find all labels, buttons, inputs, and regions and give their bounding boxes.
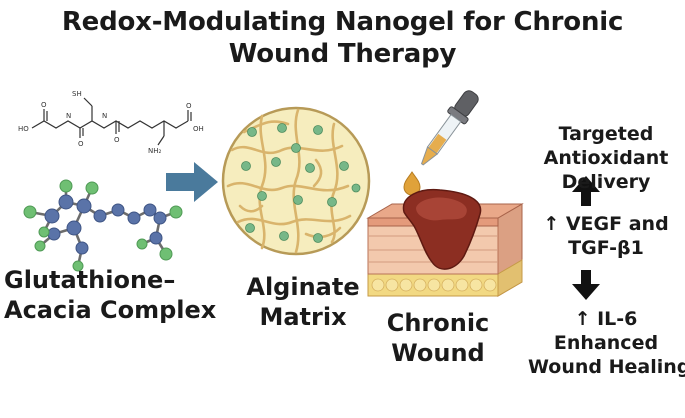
o-label-2: O bbox=[78, 140, 84, 148]
chronic-wound-label: Chronic Wound bbox=[386, 309, 490, 367]
chronic-wound-illustration bbox=[366, 188, 524, 297]
glutathione-structure bbox=[31, 97, 192, 146]
o-label-1: O bbox=[41, 101, 47, 109]
up-arrow-icon bbox=[572, 176, 600, 206]
alginate-matrix-label: Alginate Matrix bbox=[246, 273, 360, 331]
title-line-2: Wound Therapy bbox=[228, 39, 457, 69]
title-line-1: Redox-Modulating Nanogel for Chronic bbox=[61, 7, 624, 37]
ho-label: HO bbox=[18, 125, 29, 133]
right-arrow-icon bbox=[166, 162, 218, 202]
n-label-1: N bbox=[66, 112, 71, 120]
down-arrow-icon bbox=[572, 270, 600, 300]
nh2-label: NH₂ bbox=[148, 147, 162, 155]
o-label-4: O bbox=[186, 102, 192, 110]
alginate-matrix bbox=[221, 106, 371, 256]
glutathione-atom-labels: SH HO OH NH₂ N N O O O O bbox=[18, 90, 204, 155]
n-label-2: N bbox=[102, 112, 107, 120]
acacia-molecule-model bbox=[23, 179, 183, 272]
sh-label: SH bbox=[72, 90, 82, 98]
growth-factors-label: ↑ VEGF and TGF-β1 bbox=[543, 213, 669, 259]
wound-healing-outcome-label: ↑ IL-6 Enhanced Wound Healing bbox=[528, 308, 685, 378]
o-label-3: O bbox=[114, 136, 120, 144]
targeted-delivery-label: Targeted Antioxidant Delivery bbox=[543, 123, 669, 193]
oh-label: OH bbox=[193, 125, 204, 133]
dropper-icon bbox=[420, 90, 479, 166]
glutathione-acacia-label: Glutathione– Acacia Complex bbox=[4, 266, 217, 324]
diagram-title: Redox-Modulating Nanogel for Chronic Wou… bbox=[0, 6, 685, 70]
